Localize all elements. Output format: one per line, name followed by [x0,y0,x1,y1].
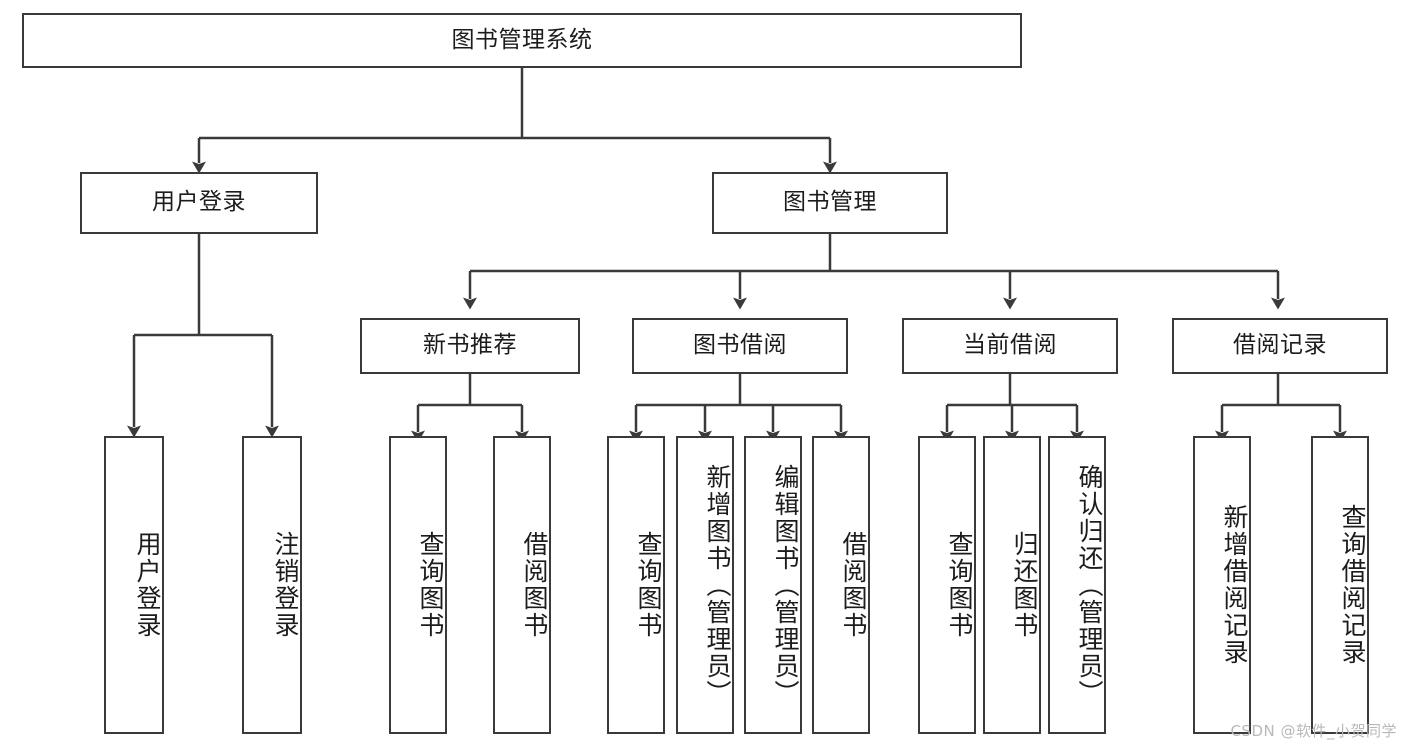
node-root-label: 图书管理系统 [451,26,593,53]
node-current-borrow-label: 当前借阅 [963,332,1057,359]
node-book-borrow[interactable]: 图书借阅 [632,318,848,374]
node-borrow-record-label: 借阅记录 [1233,332,1327,359]
leaf-current-confirm-return[interactable]: 确认归还（管理员） [1048,436,1106,734]
leaf-user-login-label: 用户登录 [133,531,162,639]
leaf-borrow-query-book-label: 查询图书 [634,531,663,639]
node-user-login[interactable]: 用户登录 [80,172,318,234]
node-root[interactable]: 图书管理系统 [22,13,1022,68]
leaf-recommend-query-book[interactable]: 查询图书 [389,436,447,734]
leaf-borrow-add-book-label: 新增图书（管理员） [703,463,732,707]
leaf-borrow-edit-book-label: 编辑图书（管理员） [771,463,800,707]
leaf-record-query-label: 查询借阅记录 [1338,504,1367,666]
leaf-current-query-book[interactable]: 查询图书 [918,436,976,734]
leaf-record-add[interactable]: 新增借阅记录 [1193,436,1251,734]
leaf-recommend-query-book-label: 查询图书 [416,531,445,639]
leaf-logout[interactable]: 注销登录 [242,436,302,734]
node-new-book-recommend[interactable]: 新书推荐 [360,318,580,374]
leaf-current-confirm-return-label: 确认归还（管理员） [1075,463,1104,707]
leaf-current-return-book[interactable]: 归还图书 [983,436,1041,734]
leaf-logout-label: 注销登录 [271,531,300,639]
leaf-borrow-borrow-book-label: 借阅图书 [839,531,868,639]
leaf-borrow-borrow-book[interactable]: 借阅图书 [812,436,870,734]
leaf-current-return-book-label: 归还图书 [1010,531,1039,639]
node-user-login-label: 用户登录 [152,189,246,216]
leaf-record-add-label: 新增借阅记录 [1220,504,1249,666]
node-current-borrow[interactable]: 当前借阅 [902,318,1118,374]
node-book-borrow-label: 图书借阅 [693,332,787,359]
node-borrow-record[interactable]: 借阅记录 [1172,318,1388,374]
leaf-recommend-borrow-book-label: 借阅图书 [520,531,549,639]
watermark: CSDN @软件_小贺同学 [1230,722,1397,740]
leaf-borrow-edit-book[interactable]: 编辑图书（管理员） [744,436,802,734]
leaf-recommend-borrow-book[interactable]: 借阅图书 [493,436,551,734]
leaf-borrow-add-book[interactable]: 新增图书（管理员） [676,436,734,734]
node-book-manage[interactable]: 图书管理 [712,172,948,234]
node-new-book-recommend-label: 新书推荐 [423,332,517,359]
node-book-manage-label: 图书管理 [783,189,877,216]
leaf-current-query-book-label: 查询图书 [945,531,974,639]
leaf-borrow-query-book[interactable]: 查询图书 [607,436,665,734]
leaf-record-query[interactable]: 查询借阅记录 [1311,436,1369,734]
leaf-user-login[interactable]: 用户登录 [104,436,164,734]
